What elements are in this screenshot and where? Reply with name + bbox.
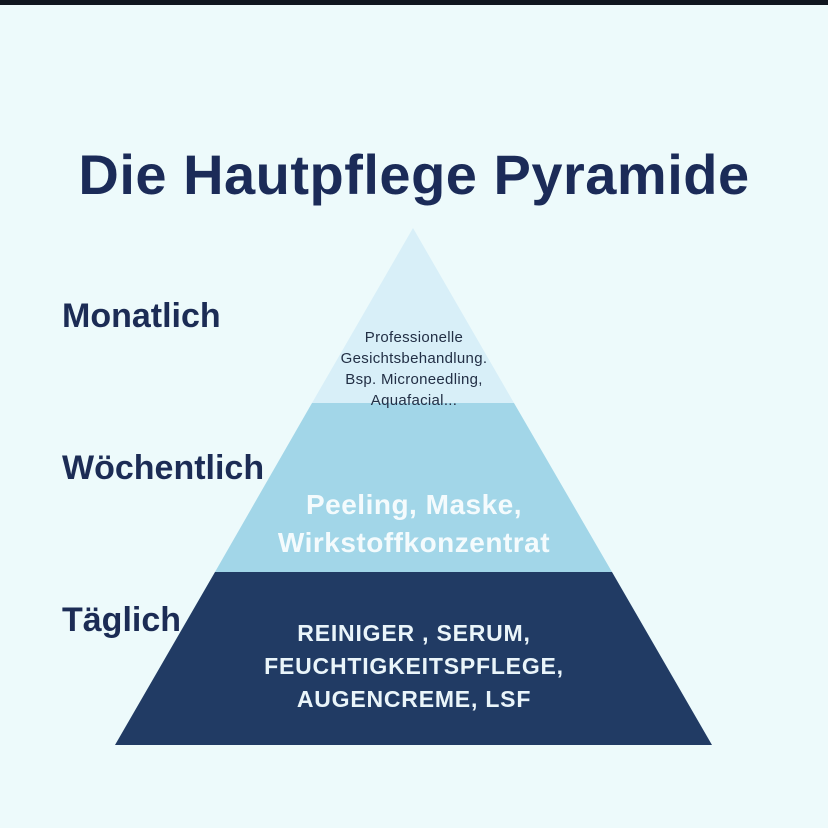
tier-daily-line-3: AUGENCREME, LSF	[296, 686, 532, 712]
tier-weekly-text: Peeling, Maske, Wirkstoffkonzentrat	[0, 486, 828, 562]
tier-monthly-line-4: Aquafacial...	[370, 392, 458, 409]
tier-monthly-text: Professionelle Gesichtsbehandlung. Bsp. …	[0, 327, 828, 411]
tier-monthly-line-1: Professionelle	[364, 329, 464, 346]
frequency-label-daily: Täglich	[62, 601, 182, 639]
tier-weekly-line-1: Peeling, Maske,	[305, 489, 523, 520]
page-title: Die Hautpflege Pyramide	[78, 142, 750, 206]
tier-weekly-line-2: Wirkstoffkonzentrat	[277, 527, 551, 558]
pyramid-tier-weekly	[215, 403, 612, 572]
tier-monthly-line-2: Gesichtsbehandlung.	[340, 350, 488, 367]
tier-daily-line-1: REINIGER , SERUM,	[297, 620, 531, 646]
pyramid-tier-monthly	[312, 228, 514, 403]
top-letterbox-bar	[0, 0, 828, 5]
frequency-label-monthly: Monatlich	[62, 297, 221, 335]
tier-daily-text: REINIGER , SERUM, FEUCHTIGKEITSPFLEGE, A…	[0, 617, 828, 716]
tier-monthly-line-3: Bsp. Microneedling,	[345, 371, 483, 388]
tier-daily-line-2: FEUCHTIGKEITSPFLEGE,	[264, 653, 564, 679]
frequency-label-weekly: Wöchentlich	[62, 449, 265, 487]
pyramid-tier-daily	[115, 572, 712, 745]
